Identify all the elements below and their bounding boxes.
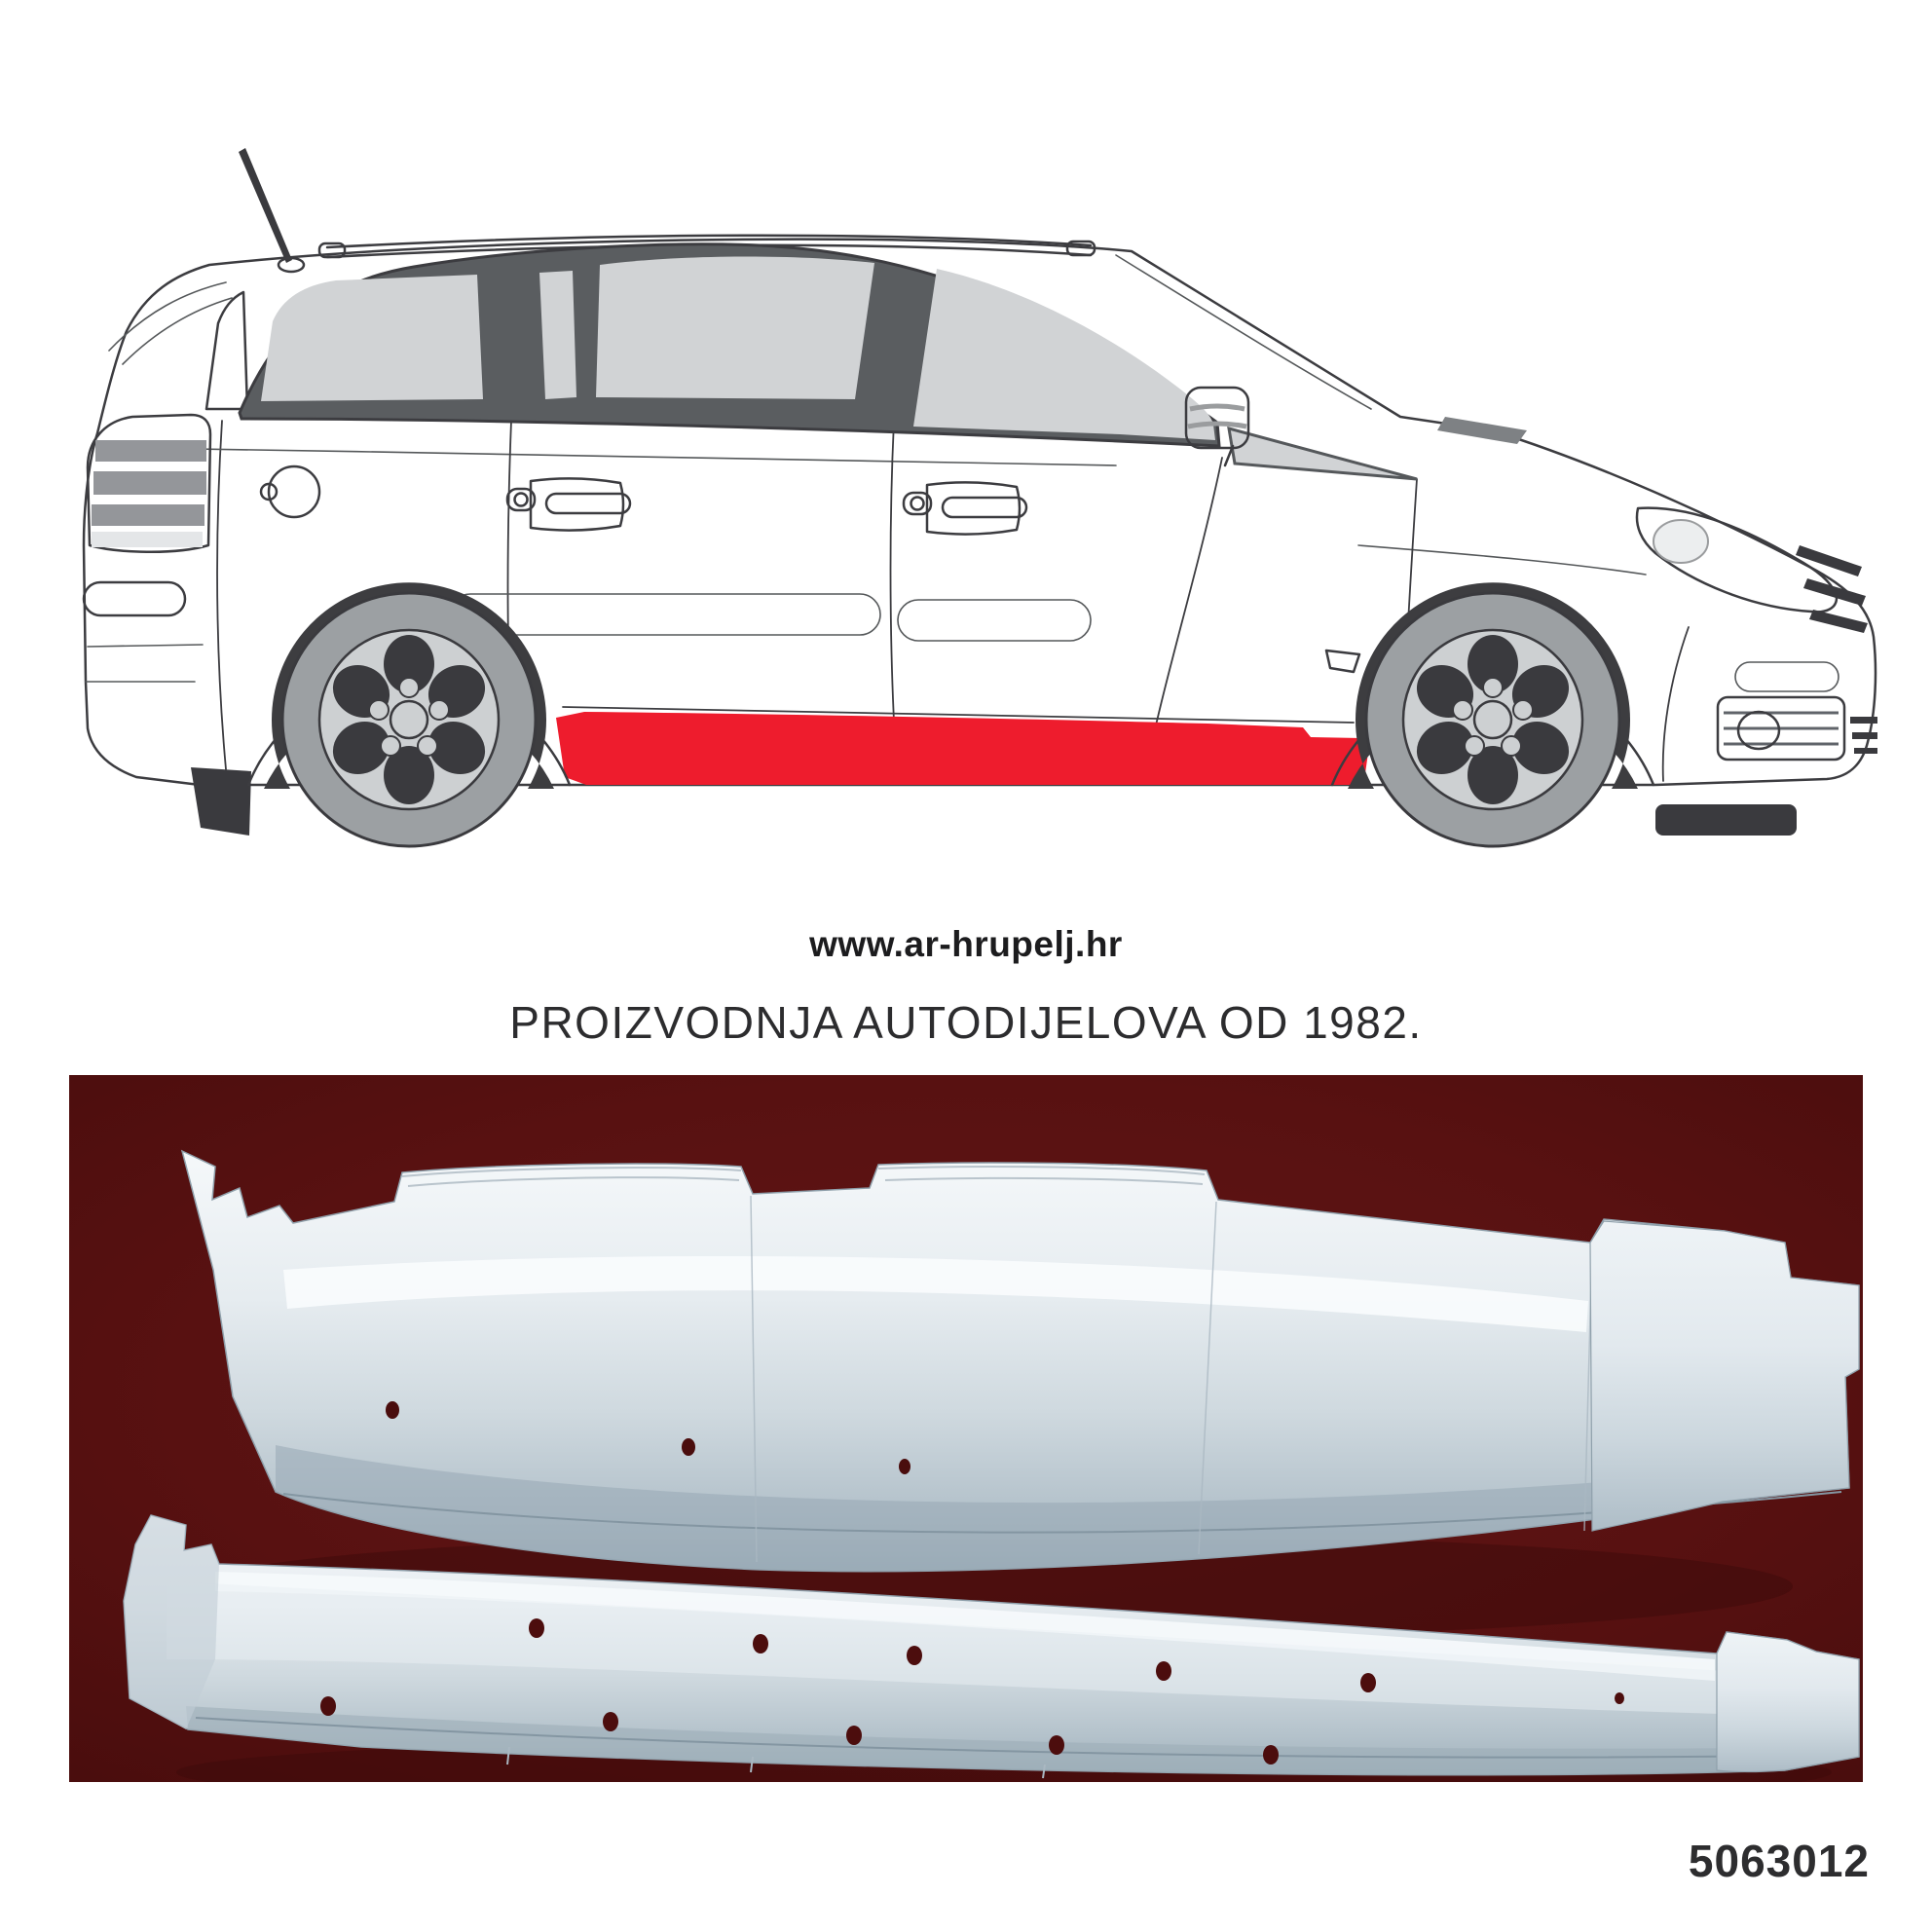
- front-door-window: [913, 269, 1215, 440]
- car-side-view-illustration: [82, 148, 1877, 848]
- rear-wheel: [280, 591, 538, 848]
- product-photo: [69, 1075, 1863, 1782]
- rocker-panel-part-bottom: [123, 1514, 1860, 1779]
- cowl-panel: [1437, 417, 1527, 444]
- door-handle: [505, 477, 632, 532]
- side-mirror: [1184, 386, 1250, 467]
- windows: [204, 242, 1527, 481]
- headlight: [1635, 506, 1868, 633]
- front-quarter-glass: [1227, 426, 1418, 481]
- rear-door-vent-window: [539, 271, 576, 399]
- rear-door-window: [596, 256, 874, 399]
- website-url: www.ar-hrupelj.hr: [809, 924, 1123, 964]
- rocker-panel-part-top: [180, 1149, 1860, 1573]
- side-indicator: [1324, 649, 1361, 674]
- rear-bumper: [82, 580, 251, 836]
- product-code: 5063012: [1688, 1836, 1870, 1886]
- fog-light: [1736, 710, 1781, 751]
- tagline: PROIZVODNJA AUTODIJELOVA OD 1982.: [509, 997, 1423, 1048]
- front-bumper: [1716, 661, 1877, 762]
- highlighted-rocker-panel: [556, 712, 1369, 785]
- fuel-filler-cap: [259, 464, 321, 519]
- fog-light-recess: [1716, 695, 1846, 762]
- branding-block: www.ar-hrupelj.hr PROIZVODNJA AUTODIJELO…: [0, 923, 1932, 1048]
- door-molding: [449, 593, 881, 636]
- car-body: [82, 238, 1877, 836]
- antenna: [239, 148, 306, 274]
- mud-flap: [1655, 804, 1797, 836]
- taillight: [86, 413, 212, 553]
- cargo-window: [261, 275, 483, 401]
- door-handle: [902, 481, 1028, 536]
- rocker-panels-photo: [69, 1075, 1863, 1782]
- front-wheel: [1364, 591, 1621, 848]
- rear-quarter-glass: [204, 290, 249, 411]
- door-molding: [897, 599, 1092, 642]
